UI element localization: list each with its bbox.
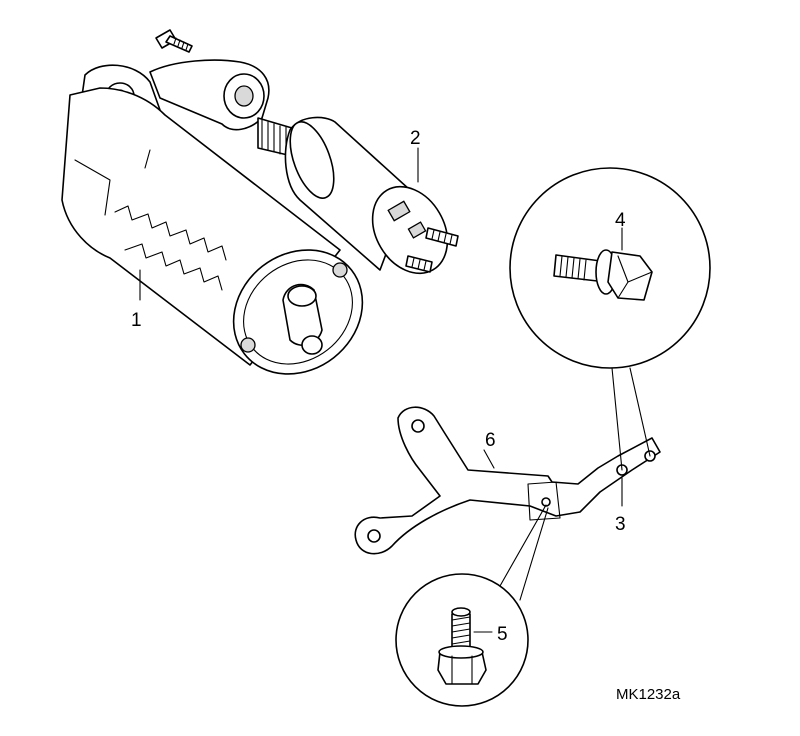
solenoid <box>257 116 459 275</box>
detail-circle-bolt-4 <box>509 167 711 471</box>
callout-1: 1 <box>131 310 142 331</box>
top-bolt <box>155 29 193 53</box>
starter-motor <box>61 59 364 375</box>
mounting-bracket <box>354 406 661 555</box>
callout-4: 4 <box>615 210 626 231</box>
figure-reference-code: MK1232a <box>616 686 681 703</box>
callout-2: 2 <box>410 128 421 149</box>
callout-3: 3 <box>615 514 626 535</box>
callout-5: 5 <box>497 624 508 645</box>
detail-circle-bolt-5 <box>395 504 549 707</box>
callout-6: 6 <box>485 430 496 451</box>
